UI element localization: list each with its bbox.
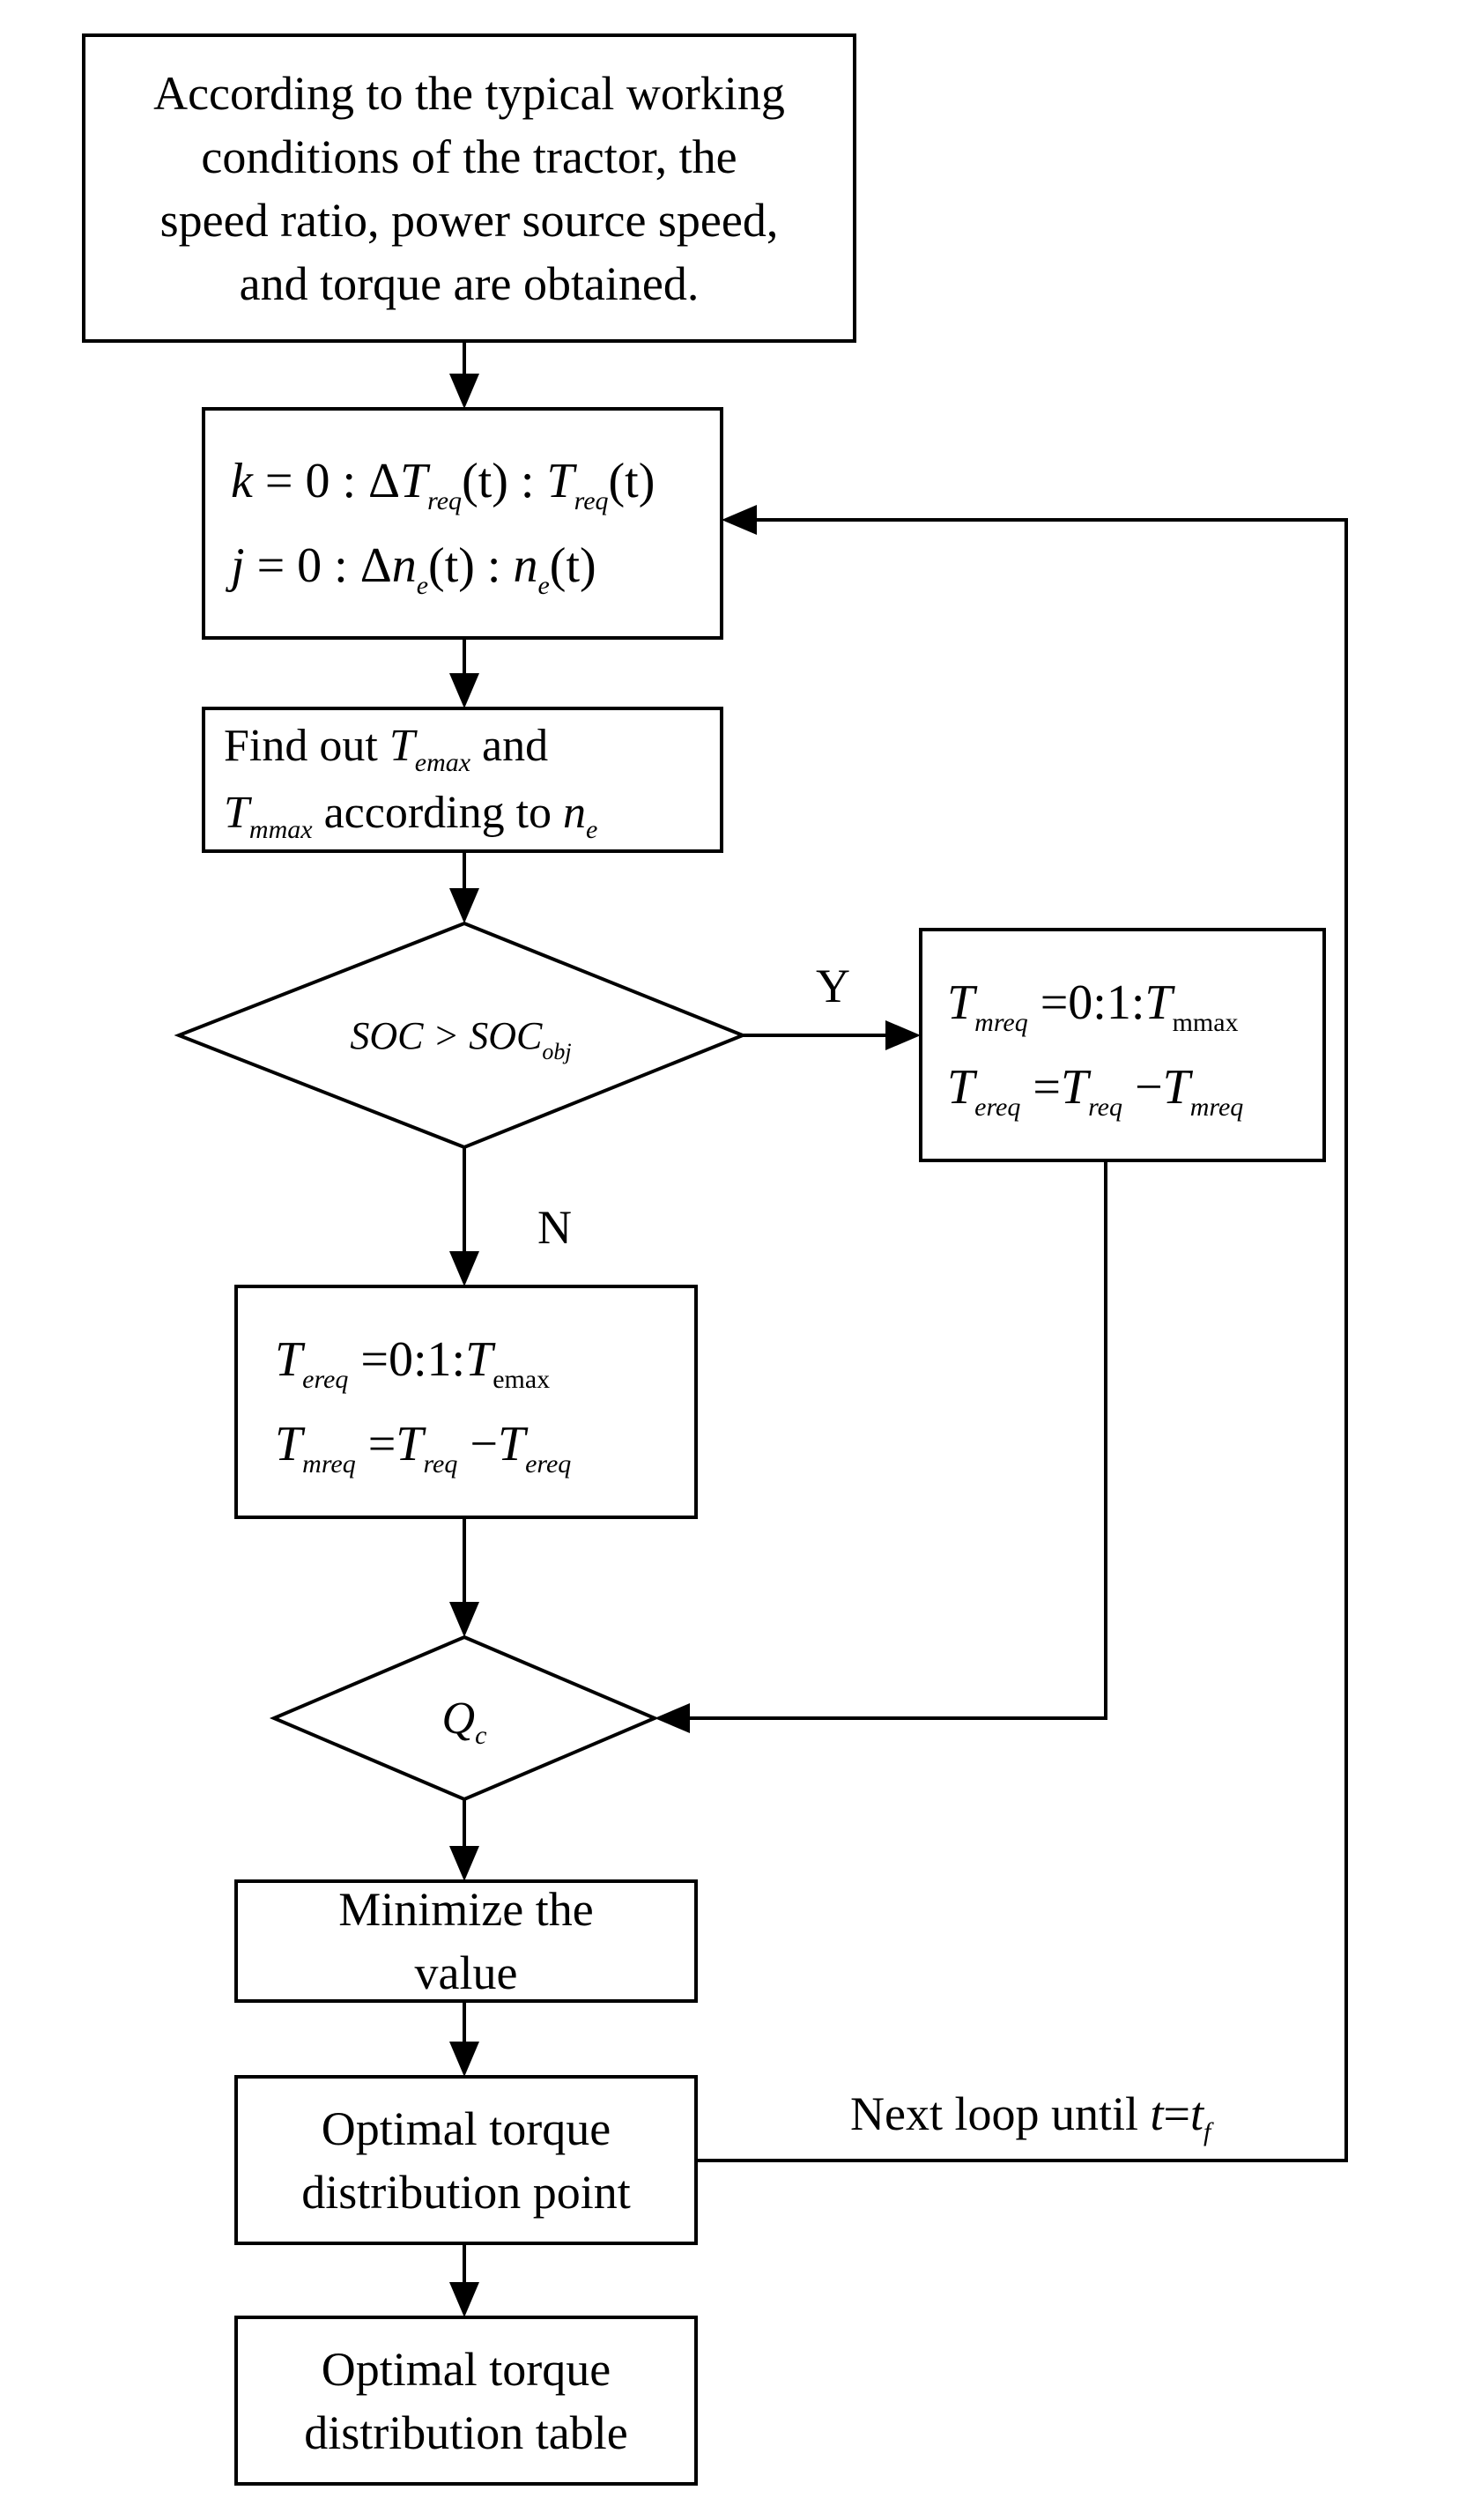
- soc-condition: SOC > SOCobj: [350, 1013, 572, 1064]
- motor-first-box-frame: [919, 928, 1326, 1162]
- loop-init-j-line: j = 0 : Δne(t) : ne(t): [231, 538, 596, 600]
- engine-first-line-1: Tereq =0:1:Temax: [275, 1332, 551, 1394]
- loop-label: Next loop until t=tf: [850, 2087, 1211, 2146]
- arrowhead: [449, 1846, 479, 1881]
- start-line-3: speed ratio, power source speed,: [159, 193, 779, 247]
- arrowhead: [449, 673, 479, 708]
- loop-init-k-line: k = 0 : ΔTreq(t) : Treq(t): [231, 454, 655, 515]
- arrow-motor-to-q: [683, 1160, 1107, 1720]
- arrowhead: [449, 2282, 479, 2317]
- arrow-loop-back: [696, 518, 1348, 2162]
- optimal-table-line-1: Optimal torque: [321, 2342, 611, 2396]
- find-box: Find out Temax and Tmmax according to ne: [224, 708, 717, 851]
- loop-init-box: k = 0 : ΔTreq(t) : Treq(t) j = 0 : Δne(t…: [231, 409, 715, 638]
- engine-first-line-2: Tmreq =Treq −Tereq: [275, 1417, 572, 1479]
- arrowhead: [722, 505, 757, 535]
- start-line-1: According to the typical working: [153, 66, 785, 120]
- optimal-table-box: Optimal torque distribution table: [236, 2317, 696, 2484]
- minimize-line-2: value: [414, 1946, 518, 1999]
- q-symbol: Qc: [441, 1693, 487, 1750]
- arrowhead: [449, 1251, 479, 1286]
- arrowhead: [449, 374, 479, 409]
- optimal-point-line-2: distribution point: [301, 2165, 631, 2219]
- no-label: N: [537, 1201, 572, 1254]
- find-line-2: Tmmax according to ne: [224, 788, 598, 844]
- minimize-box: Minimize the value: [236, 1881, 696, 2001]
- yes-label: Y: [816, 960, 850, 1012]
- find-line-1: Find out Temax and: [224, 721, 549, 777]
- arrowhead: [655, 1703, 690, 1733]
- optimal-point-line-1: Optimal torque: [321, 2101, 611, 2155]
- motor-first-line-2: Tereq =Treq −Tmreq: [947, 1060, 1244, 1122]
- engine-first-box: Tereq =0:1:Temax Tmreq =Treq −Tereq: [275, 1286, 689, 1517]
- arrowhead: [449, 1602, 479, 1637]
- optimal-table-line-2: distribution table: [304, 2405, 628, 2459]
- arrowhead: [449, 2042, 479, 2077]
- arrowhead: [885, 1020, 921, 1050]
- q-decision: Qc: [376, 1679, 552, 1758]
- optimal-table-box-frame: [234, 2316, 698, 2486]
- start-line-2: conditions of the tractor, the: [201, 130, 737, 183]
- motor-first-box: Tmreq =0:1:Tmmax Tereq =Treq −Tmreq: [947, 930, 1317, 1160]
- soc-decision: SOC > SOCobj: [267, 991, 655, 1079]
- arrowhead: [449, 888, 479, 923]
- motor-first-line-1: Tmreq =0:1:Tmmax: [947, 975, 1239, 1037]
- start-box-frame: [82, 33, 856, 343]
- start-line-4: and torque are obtained.: [239, 256, 700, 310]
- minimize-line-1: Minimize the: [338, 1883, 594, 1936]
- start-box: According to the typical working conditi…: [84, 35, 855, 341]
- optimal-point-box: Optimal torque distribution point: [236, 2077, 696, 2243]
